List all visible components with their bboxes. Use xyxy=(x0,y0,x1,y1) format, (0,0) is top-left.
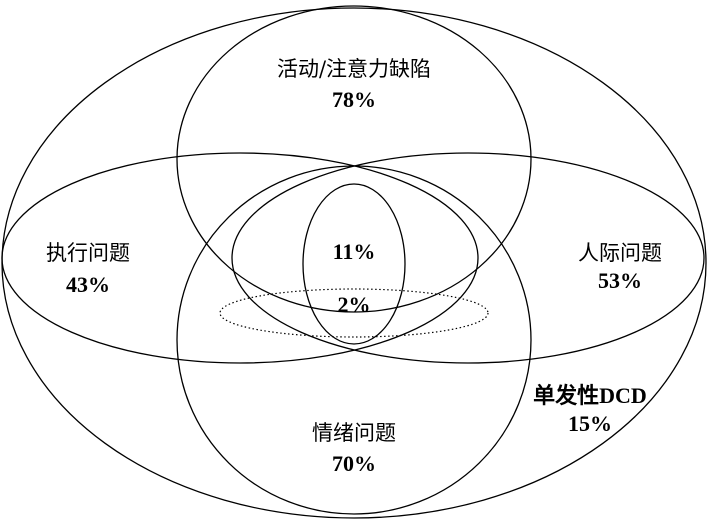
pure-dcd-label: 单发性DCD xyxy=(533,383,647,408)
adhd-label: 活动/注意力缺陷 xyxy=(277,57,431,81)
adhd-circle xyxy=(176,5,532,313)
inner-overlap-value: 2% xyxy=(338,292,371,317)
emotional-circle xyxy=(176,165,532,515)
emotional-value: 70% xyxy=(332,451,376,476)
executive-ellipse xyxy=(1,152,479,364)
executive-value: 43% xyxy=(66,272,110,297)
executive-label: 执行问题 xyxy=(46,241,130,265)
social-value: 53% xyxy=(598,268,642,293)
adhd-value: 78% xyxy=(332,87,376,112)
social-ellipse xyxy=(231,152,705,364)
core-ellipse xyxy=(302,183,406,345)
dotted-ellipse xyxy=(219,288,489,338)
social-label: 人际问题 xyxy=(578,241,662,265)
pure-dcd-value: 15% xyxy=(568,411,612,436)
emotional-label: 情绪问题 xyxy=(312,421,396,445)
core-overlap-value: 11% xyxy=(333,239,376,264)
